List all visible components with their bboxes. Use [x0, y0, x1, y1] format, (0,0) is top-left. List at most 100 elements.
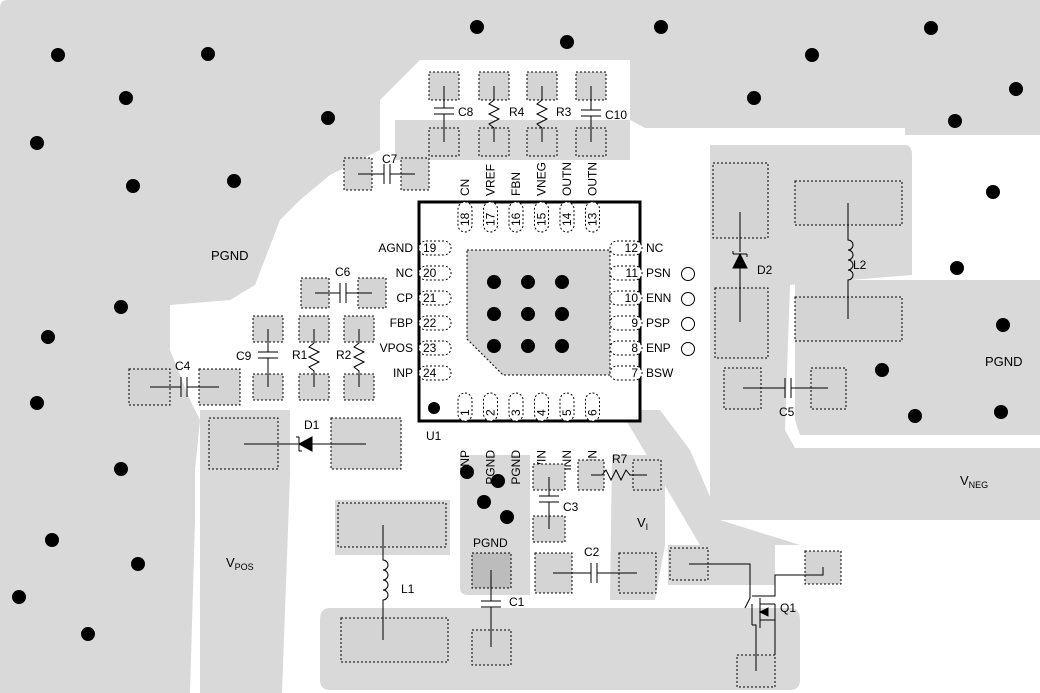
- component-labels: C8 R4 R3 C10 C7 C6 C9 R1 R2 C4 D1 L1 C1 …: [175, 105, 867, 615]
- label-q1: Q1: [780, 601, 796, 615]
- ic-ref-label: U1: [426, 429, 442, 443]
- via: [321, 111, 335, 125]
- ic-pin-number: 14: [560, 212, 574, 226]
- via: [654, 20, 668, 34]
- ic-pin-number: 13: [586, 212, 600, 226]
- ic-pin-3: [508, 392, 524, 422]
- via: [1009, 82, 1023, 96]
- net-vneg: VNEG: [960, 473, 988, 490]
- ic-pin-name: PGND: [509, 450, 523, 485]
- ic-pin-17: [483, 201, 498, 233]
- ic-pin-11: [609, 265, 643, 281]
- via: [30, 396, 44, 410]
- ic-pin-15: [534, 201, 549, 233]
- ic-pin-number: 11: [626, 266, 639, 280]
- vi-pour-ext: [620, 410, 800, 545]
- ic-pin-9: [609, 315, 643, 331]
- ic-pin-name: FBP: [390, 316, 413, 330]
- label-r1: R1: [292, 348, 308, 362]
- ic-pin-name: VREF: [484, 164, 498, 196]
- via: [81, 627, 95, 641]
- via: [470, 20, 484, 34]
- label-r4: R4: [509, 105, 525, 119]
- label-c7: C7: [382, 152, 398, 166]
- via: [747, 91, 761, 105]
- label-c9: C9: [236, 349, 252, 363]
- ic-pin-number: 15: [535, 212, 549, 226]
- via: [119, 91, 133, 105]
- label-d2: D2: [757, 263, 773, 277]
- ic-pin-number: 16: [509, 212, 523, 226]
- ic-pin-name: FBN: [509, 172, 523, 196]
- ic-pin-1: [457, 392, 473, 422]
- ic-pin-number: 8: [631, 341, 638, 355]
- label-c5: C5: [779, 405, 795, 419]
- ic-pin-number: 10: [625, 291, 639, 305]
- net-pgnd-right: PGND: [985, 354, 1023, 369]
- ic-pin-name: ENN: [646, 291, 671, 305]
- ic-pin-number: 1: [458, 409, 472, 416]
- net-labels: PGND PGND PGND VPOS VNEG VI: [211, 248, 1023, 572]
- ic-pin-name: PSP: [646, 316, 670, 330]
- ic-pin-number: 22: [423, 316, 437, 330]
- via: [924, 21, 938, 35]
- ic-pin-name: OUTN: [586, 162, 600, 196]
- ic-pin-23: [418, 340, 452, 356]
- label-r7: R7: [612, 452, 628, 466]
- vneg-pour: [710, 145, 1040, 520]
- ic-pin-7: [609, 365, 643, 381]
- via: [986, 185, 1000, 199]
- ic-pin-name: CP: [396, 291, 413, 305]
- label-d1: D1: [304, 418, 320, 432]
- net-vi: VI: [637, 515, 648, 532]
- label-r2: R2: [336, 348, 352, 362]
- ic-pin-number: 9: [631, 316, 638, 330]
- ic-pin-name: INP: [458, 450, 472, 470]
- via: [45, 533, 59, 547]
- ic-pin-6: [585, 392, 600, 422]
- via: [126, 179, 140, 193]
- ic-pin-2: [483, 392, 498, 422]
- ic-pin-5: [559, 392, 575, 422]
- component-symbols: [150, 86, 854, 671]
- ic-pin-name: OUTN: [560, 162, 574, 196]
- label-l2: L2: [853, 258, 867, 272]
- ic-pin-number: 6: [586, 409, 600, 416]
- ic-pin-20: [418, 265, 452, 281]
- ic-pin-name: PGND: [484, 450, 498, 485]
- ic-pin-name: CN: [458, 179, 472, 196]
- pin1-marker: [428, 402, 440, 414]
- via: [201, 47, 215, 61]
- via: [131, 557, 145, 571]
- ic-pin-number: 21: [423, 291, 437, 305]
- thermal-pad: [466, 249, 611, 376]
- via: [500, 510, 514, 524]
- vias: [12, 20, 1023, 641]
- pgnd-pour-top: [455, 0, 1040, 135]
- ic-pin-name: PSN: [646, 266, 671, 280]
- label-c6: C6: [335, 265, 351, 279]
- via: [994, 405, 1008, 419]
- ic-pin-name: ENP: [646, 341, 671, 355]
- via: [805, 48, 819, 62]
- via: [114, 300, 128, 314]
- ic-pin-number: 24: [423, 366, 437, 380]
- via: [114, 462, 128, 476]
- via: [227, 174, 241, 188]
- via: [41, 330, 55, 344]
- ic-pin-number: 5: [560, 409, 574, 416]
- ic-pin-19: [418, 240, 452, 256]
- via: [460, 465, 474, 479]
- thermal-vias: [487, 275, 569, 353]
- ic-pin-number: 3: [509, 409, 523, 416]
- via: [560, 35, 574, 49]
- ic-pin-number: 12: [625, 241, 639, 255]
- ic-pin-name: BSW: [646, 366, 674, 380]
- ic-pin-number: 2: [484, 409, 498, 416]
- label-r3: R3: [556, 105, 572, 119]
- via: [477, 495, 491, 509]
- ic-pin-number: 23: [423, 341, 437, 355]
